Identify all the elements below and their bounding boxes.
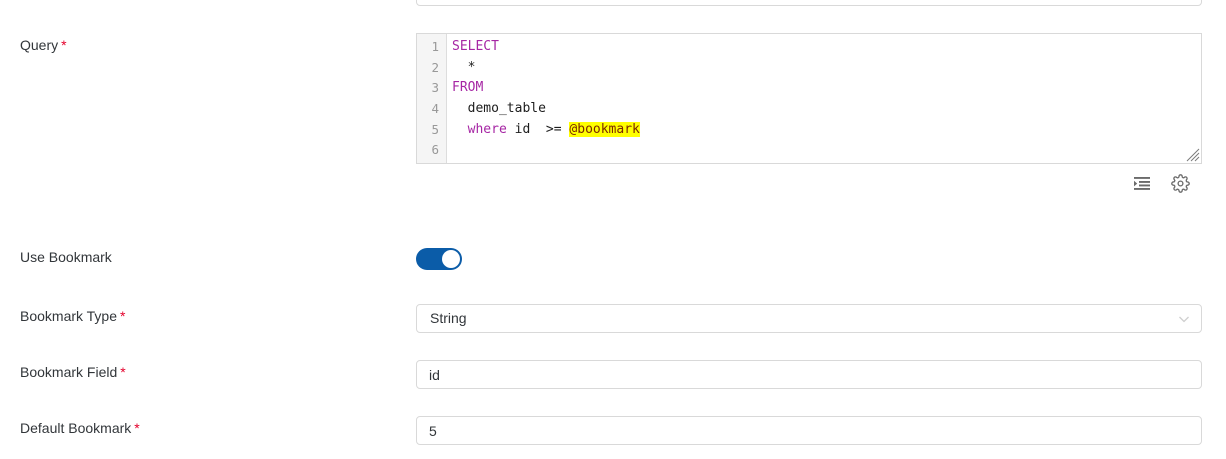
sql-text: demo_table — [452, 101, 546, 117]
format-indent-icon[interactable] — [1132, 173, 1152, 193]
code-line: FROM — [452, 78, 1201, 99]
line-number: 6 — [431, 142, 439, 158]
line-number: 3 — [431, 80, 439, 96]
default-bookmark-control — [416, 416, 1202, 445]
line-number: 4 — [431, 101, 439, 117]
line-number: 1 — [431, 39, 439, 54]
bookmark-type-label: Bookmark Type* — [20, 308, 126, 324]
chevron-down-icon[interactable] — [1177, 312, 1191, 326]
editor-code-area[interactable]: SELECT * FROM demo_table where id >= @bo… — [447, 34, 1201, 163]
line-number: 5 — [431, 121, 439, 137]
previous-field-input[interactable] — [416, 0, 1202, 6]
code-line: where id >= @bookmark — [452, 120, 1201, 141]
sql-text: * — [452, 59, 476, 75]
sql-keyword: where — [467, 121, 507, 137]
sql-text — [452, 122, 468, 137]
bookmark-type-value: String — [430, 310, 467, 326]
query-label: Query* — [20, 37, 67, 53]
code-line: * — [452, 58, 1201, 79]
bookmark-field-control — [416, 360, 1202, 389]
sql-keyword: FROM — [452, 80, 484, 96]
required-asterisk: * — [120, 308, 126, 324]
bookmark-field-input[interactable] — [416, 360, 1202, 389]
use-bookmark-control — [416, 248, 1202, 270]
editor-line-number-gutter: 1 2 3 4 5 6 — [417, 34, 447, 163]
line-number: 2 — [431, 59, 439, 75]
sql-text: id >= — [506, 121, 570, 137]
bookmark-field-label: Bookmark Field* — [20, 364, 126, 380]
toggle-knob — [442, 250, 460, 268]
required-asterisk: * — [120, 364, 126, 380]
default-bookmark-input[interactable] — [416, 416, 1202, 445]
use-bookmark-label: Use Bookmark — [20, 249, 112, 265]
gear-icon[interactable] — [1170, 173, 1190, 193]
use-bookmark-toggle[interactable] — [416, 248, 462, 270]
default-bookmark-label: Default Bookmark* — [20, 420, 140, 436]
editor-resize-handle[interactable] — [1186, 148, 1200, 162]
code-line — [452, 140, 1201, 161]
editor-toolbar — [416, 170, 1202, 196]
bookmark-type-select[interactable]: String — [416, 304, 1202, 333]
code-line: SELECT — [452, 37, 1201, 58]
sql-bookmark-variable: @bookmark — [569, 121, 640, 137]
required-asterisk: * — [61, 37, 67, 53]
query-code-editor[interactable]: 1 2 3 4 5 6 SELECT * FROM demo_table whe… — [416, 33, 1202, 164]
bookmark-type-control: String — [416, 304, 1202, 333]
code-line: demo_table — [452, 99, 1201, 120]
sql-keyword: SELECT — [452, 39, 499, 54]
required-asterisk: * — [134, 420, 140, 436]
